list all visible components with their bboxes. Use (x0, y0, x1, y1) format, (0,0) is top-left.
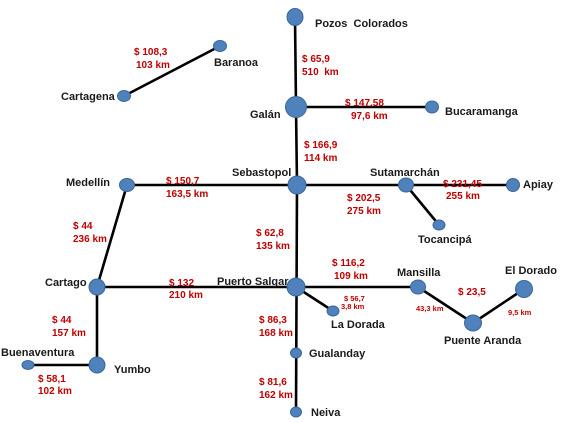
label-buenaventura: Buenaventura (1, 347, 75, 359)
distance-sebastopol-sutamarchan: 275 km (347, 206, 381, 217)
label-gualanday: Gualanday (309, 348, 366, 360)
distance-puerto-salgar-gualanday: 168 km (259, 328, 293, 339)
label-bucaramanga: Bucaramanga (445, 106, 519, 118)
edge-sebastopol-neiva (294, 183, 299, 414)
node-neiva[interactable] (290, 406, 302, 418)
edge-sutamarchan-tocancipa (404, 183, 441, 227)
distance-gualanday-neiva: 162 km (259, 390, 293, 401)
label-pozos-colorados: Pozos Colorados (315, 18, 408, 30)
label-cartagena: Cartagena (61, 91, 116, 103)
label-cartago: Cartago (45, 277, 87, 289)
distance-galan-bucaramanga: 97,6 km (351, 111, 388, 122)
node-puerto-salgar[interactable] (286, 277, 306, 297)
edge-puente-aranda-el-dorado (471, 287, 526, 325)
label-puerto-salgar: Puerto Salgar (217, 276, 289, 288)
distance-sutamarchan-apiay: 255 km (446, 191, 480, 202)
cost-medellin-sebastopol: $ 150,7 (166, 176, 200, 187)
edge-pozos-galan (293, 15, 298, 109)
distance-puerto-salgar-la-dorada: 3,8 km (341, 302, 365, 311)
distance-puerto-salgar-mansilla: 109 km (334, 271, 368, 282)
cost-cartagena-baranoa: $ 108,3 (134, 47, 168, 58)
cost-sebastopol-sutamarchan: $ 202,5 (347, 193, 381, 204)
distance-cartago-yumbo: 157 km (52, 328, 86, 339)
node-cartago[interactable] (88, 278, 106, 296)
cost-cartago-yumbo: $ 44 (52, 315, 72, 326)
node-la-dorada[interactable] (326, 305, 340, 317)
node-galan[interactable] (285, 96, 307, 118)
cost-galan-sebastopol: $ 166,9 (304, 140, 338, 151)
edges (26, 15, 526, 414)
node-puente-aranda[interactable] (464, 314, 482, 332)
cost-galan-bucaramanga: $ 147,58 (345, 98, 384, 109)
distance-buenaventura-yumbo: 102 km (38, 386, 72, 397)
cost-puerto-salgar-la-dorada: $ 56,7 (344, 294, 365, 303)
node-pozos-colorados[interactable] (286, 8, 304, 26)
label-yumbo: Yumbo (114, 364, 151, 376)
node-medellin[interactable] (119, 178, 135, 192)
distance-galan-sebastopol: 114 km (304, 153, 337, 164)
label-mansilla: Mansilla (397, 267, 441, 279)
node-tocancipa[interactable] (432, 219, 446, 231)
distance-mansilla-puente-aranda: 43,3 km (416, 304, 444, 313)
label-medellin: Medellín (66, 177, 110, 189)
edge-mansilla-puente-aranda (416, 285, 475, 325)
edge-medellin-cartago (95, 183, 129, 289)
cost-puerto-salgar-gualanday: $ 86,3 (259, 315, 287, 326)
node-el-dorado[interactable] (515, 280, 533, 298)
distance-medellin-sebastopol: 163,5 km (166, 189, 208, 200)
distance-sebastopol-puerto-salgar: 135 km (256, 241, 290, 252)
edge-cartagena-baranoa (122, 44, 222, 98)
cost-puente-aranda-el-dorado: $ 23,5 (458, 287, 486, 298)
node-bucaramanga[interactable] (425, 100, 439, 114)
distance-pozos-galan: 510 km (302, 67, 339, 78)
cost-buenaventura-yumbo: $ 58,1 (38, 374, 66, 385)
distance-puente-aranda-el-dorado: 9,5 km (508, 308, 532, 317)
cost-pozos-galan: $ 65,9 (302, 54, 330, 65)
node-sutamarchan[interactable] (398, 177, 414, 193)
nodes (21, 8, 533, 418)
label-baranoa: Baranoa (214, 57, 259, 69)
label-galan: Galán (250, 109, 281, 121)
node-mansilla[interactable] (410, 279, 426, 295)
node-baranoa[interactable] (213, 40, 227, 52)
label-apiay: Apiay (523, 179, 554, 191)
label-neiva: Neiva (311, 407, 341, 419)
node-sebastopol[interactable] (287, 175, 307, 195)
label-la-dorada: La Dorada (331, 319, 386, 331)
edge-galan-sebastopol (294, 105, 299, 187)
cost-cartago-puerto-salgar: $ 132 (169, 278, 194, 289)
node-buenaventura[interactable] (21, 360, 35, 370)
node-apiay[interactable] (506, 178, 520, 192)
edge-labels: $ 108,3 103 km $ 65,9 510 km $ 147,58 97… (38, 47, 532, 401)
node-labels: Pozos Colorados Baranoa Cartagena Galán … (1, 18, 557, 419)
label-el-dorado: El Dorado (505, 265, 557, 277)
distance-cartago-puerto-salgar: 210 km (169, 290, 203, 301)
label-puente-aranda: Puente Aranda (444, 335, 522, 347)
node-yumbo[interactable] (88, 356, 106, 374)
label-sutamarchan: Sutamarchán (370, 167, 440, 179)
distance-medellin-cartago: 236 km (73, 234, 107, 245)
cost-gualanday-neiva: $ 81,6 (259, 377, 287, 388)
cost-medellin-cartago: $ 44 (73, 221, 93, 232)
node-cartagena[interactable] (117, 90, 131, 102)
cost-puerto-salgar-mansilla: $ 116,2 (332, 258, 365, 269)
label-sebastopol: Sebastopol (232, 167, 291, 179)
cost-sebastopol-puerto-salgar: $ 62,8 (256, 228, 284, 239)
cost-sutamarchan-apiay: $ 231,45 (443, 179, 482, 190)
label-tocancipa: Tocancipá (418, 234, 472, 246)
node-gualanday[interactable] (290, 347, 302, 359)
distance-cartagena-baranoa: 103 km (136, 60, 170, 71)
